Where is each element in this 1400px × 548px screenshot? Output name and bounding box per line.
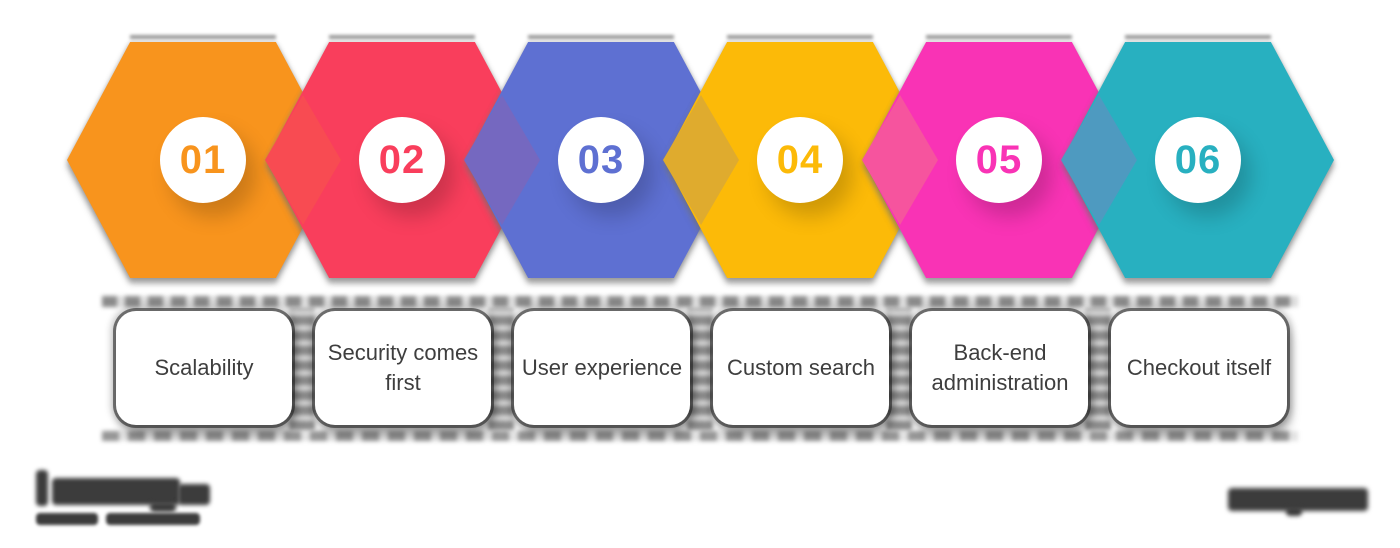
edge-artifact-column bbox=[488, 308, 514, 430]
step-number: 02 bbox=[378, 138, 426, 182]
edge-artifact-column bbox=[886, 308, 912, 430]
step-card-label: Back-end administration bbox=[931, 340, 1069, 395]
edge-artifact-column bbox=[289, 308, 315, 430]
watermark-text bbox=[1286, 507, 1302, 516]
step-card-1: Scalability bbox=[116, 311, 292, 425]
brand-logo-tagline bbox=[106, 513, 200, 525]
step-card-6: Checkout itself bbox=[1111, 311, 1287, 425]
brand-logo-wordmark bbox=[178, 484, 210, 505]
step-card-3: User experience bbox=[514, 311, 690, 425]
step-number: 04 bbox=[776, 138, 824, 182]
step-card-label: Custom search bbox=[727, 355, 875, 380]
edge-artifact-band bbox=[102, 431, 1298, 441]
step-number: 05 bbox=[975, 138, 1023, 182]
step-number-circle: 02 bbox=[359, 117, 445, 203]
step-card-5: Back-end administration bbox=[912, 311, 1088, 425]
step-card-label: Security comes first bbox=[327, 340, 479, 395]
edge-artifact-band bbox=[130, 35, 1271, 39]
step-card-4: Custom search bbox=[713, 311, 889, 425]
step-number: 06 bbox=[1174, 138, 1222, 182]
step-number-circle: 05 bbox=[956, 117, 1042, 203]
brand-logo-wordmark bbox=[150, 502, 176, 512]
step-card-label: Checkout itself bbox=[1126, 355, 1272, 380]
brand-logo-wordmark bbox=[52, 478, 180, 505]
step-card-2: Security comes first bbox=[315, 311, 491, 425]
step-card-label: Scalability bbox=[154, 355, 254, 380]
brand-logo-wordmark bbox=[36, 470, 48, 506]
step-number-circle: 04 bbox=[757, 117, 843, 203]
edge-artifact-band bbox=[102, 296, 1298, 307]
edge-artifact-column bbox=[687, 308, 713, 430]
watermark-text bbox=[1228, 488, 1368, 511]
step-number-circle: 01 bbox=[160, 117, 246, 203]
step-number-circle: 03 bbox=[558, 117, 644, 203]
step-number: 03 bbox=[577, 138, 625, 182]
step-number-circle: 06 bbox=[1155, 117, 1241, 203]
step-number: 01 bbox=[179, 138, 227, 182]
edge-artifact-column bbox=[1085, 308, 1111, 430]
step-card-label: User experience bbox=[521, 355, 683, 380]
brand-logo-tagline bbox=[36, 513, 98, 525]
